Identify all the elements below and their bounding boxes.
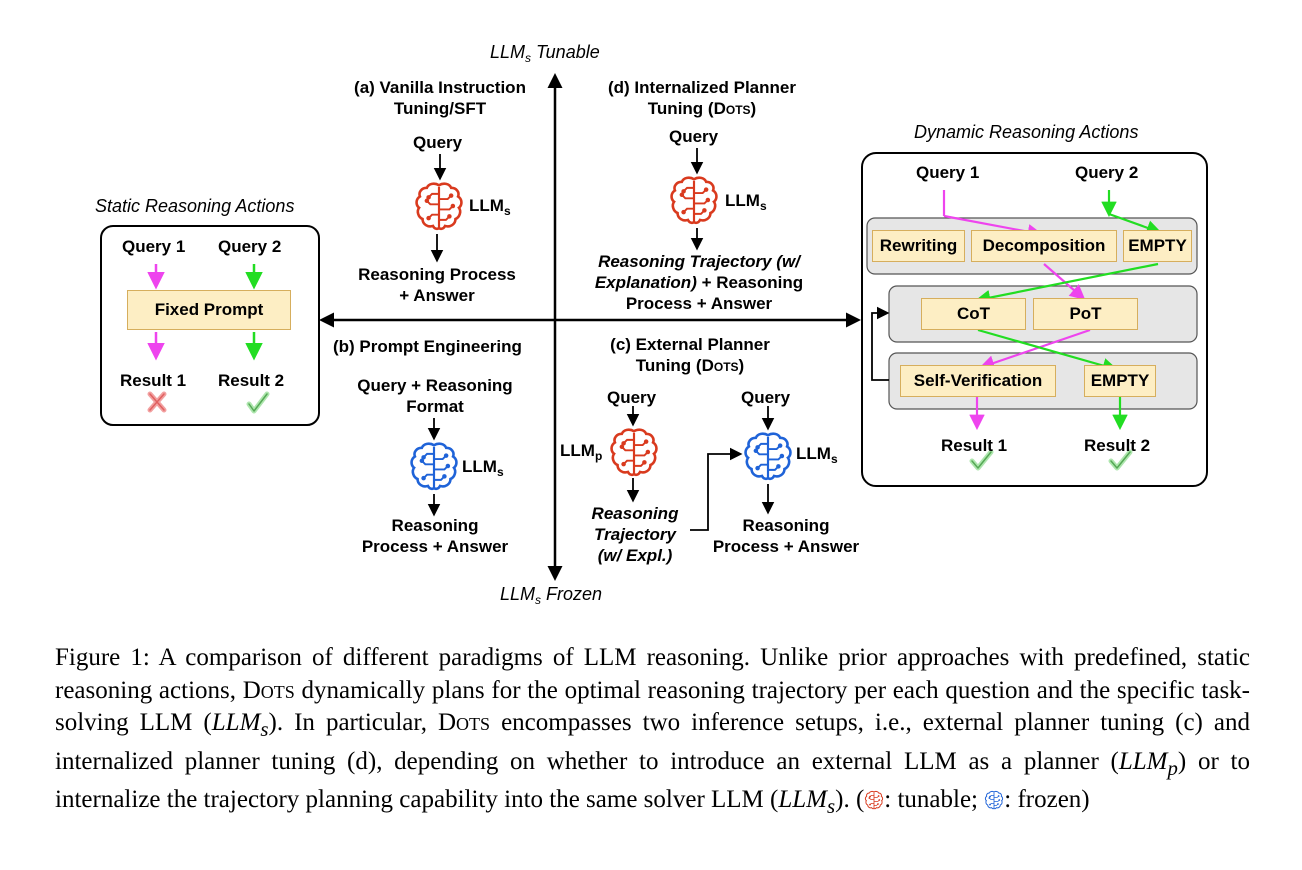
action-empty-2: EMPTY	[1084, 365, 1156, 397]
brain-tunable-icon	[610, 428, 658, 477]
figure-caption: Figure 1: A comparison of different para…	[55, 644, 1250, 818]
check-mark-icon	[246, 391, 270, 414]
dynamic-title: Dynamic Reasoning Actions	[914, 122, 1139, 142]
check-mark-icon	[969, 449, 994, 471]
panel-d-llm-label: LLMs	[725, 191, 767, 213]
static-query2-label: Query 2	[218, 237, 282, 256]
q2-to-empty-2	[977, 328, 1118, 374]
action-self-verification: Self-Verification	[900, 365, 1056, 397]
fixed-prompt-box: Fixed Prompt	[127, 290, 291, 330]
static-result1-label: Result 1	[120, 371, 187, 390]
brain-tunable-icon	[864, 790, 884, 810]
brain-frozen-icon	[744, 432, 792, 481]
panel-c-planner-llm-label: LLMp	[560, 441, 603, 463]
q2-to-empty	[1108, 212, 1162, 236]
panel-c-solver-llm-label: LLMs	[796, 444, 838, 466]
dynamic-result2-label: Result 2	[1084, 436, 1151, 455]
panel-a-llm-label: LLMs	[469, 196, 511, 218]
panel-a-query: Query	[413, 133, 463, 152]
static-query1-label: Query 1	[122, 237, 186, 256]
action-rewriting: Rewriting	[872, 230, 965, 262]
brain-frozen-icon	[984, 790, 1004, 810]
panel-b-title: (b) Prompt Engineering	[333, 337, 522, 356]
brain-tunable-icon	[670, 176, 718, 225]
static-result2-label: Result 2	[218, 371, 285, 390]
brain-tunable-icon	[415, 182, 463, 231]
axis-bottom-label: LLMs Frozen	[500, 584, 603, 607]
q2-to-cot	[974, 262, 1159, 306]
static-actions-frame	[100, 225, 320, 426]
panel-d-output: Reasoning Trajectory (w/Explanation) + R…	[594, 252, 804, 313]
action-pot: PoT	[1033, 298, 1138, 330]
brain-frozen-icon	[410, 442, 458, 491]
c-trajectory-to-solver-arrow	[690, 447, 743, 531]
panel-c-planner-query: Query	[607, 388, 657, 407]
dynamic-query2-label: Query 2	[1075, 163, 1139, 182]
action-decomposition: Decomposition	[971, 230, 1117, 262]
panel-a-output: Reasoning Process+ Answer	[358, 265, 516, 305]
check-mark-icon	[1108, 449, 1133, 471]
cross-mark-icon	[147, 391, 167, 413]
q1-to-self-verification	[979, 328, 1091, 371]
dynamic-query1-label: Query 1	[916, 163, 980, 182]
action-cot: CoT	[921, 298, 1026, 330]
loop-back-arrow	[871, 306, 890, 381]
panel-b-llm-label: LLMs	[462, 457, 504, 479]
axis-top-label: LLMs Tunable	[490, 42, 600, 65]
action-empty-1: EMPTY	[1123, 230, 1192, 262]
panel-c-solver-query: Query	[741, 388, 791, 407]
dynamic-actions-frame	[861, 152, 1208, 487]
static-title: Static Reasoning Actions	[95, 196, 295, 216]
q1-to-pot	[1043, 263, 1086, 301]
dynamic-result1-label: Result 1	[941, 436, 1008, 455]
panel-d-query: Query	[669, 127, 719, 146]
